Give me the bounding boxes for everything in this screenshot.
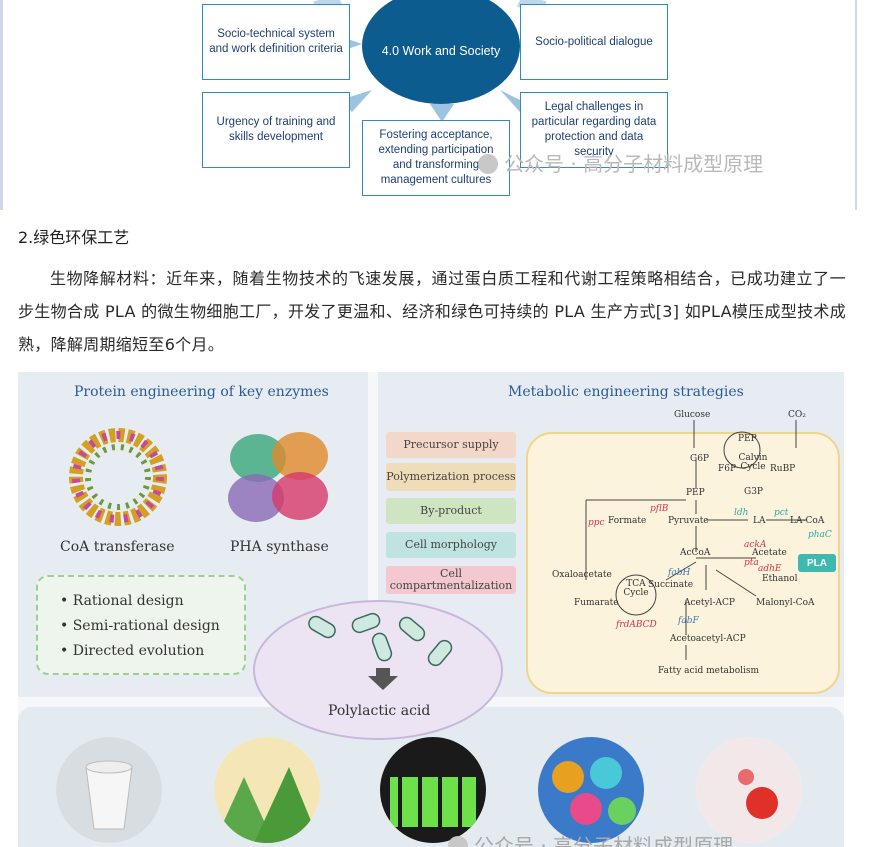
design-item: • Directed evolution (60, 643, 205, 659)
la-label: LA (753, 516, 766, 526)
polylactic-acid-label: Polylactic acid (328, 703, 431, 719)
strategy-polymerization: Polymerization process (386, 463, 516, 491)
co2-label: CO₂ (788, 410, 806, 420)
watermark-top: 公众号 · 高分子材料成型原理 (478, 148, 763, 177)
watermark-text: 公众号 · 高分子材料成型原理 (474, 834, 734, 847)
fumarate-label: Fumarate (574, 598, 619, 608)
oxaloacetate-label: Oxaloacetate (552, 570, 612, 580)
pathway-arrows (585, 420, 806, 660)
gene-fabF: fabF (678, 616, 699, 626)
pha-synthase-label: PHA synthase (230, 539, 329, 555)
body-paragraph: 生物降解材料：近年来，随着生物技术的飞速发展，通过蛋白质工程和代谢工程策略相结合… (18, 269, 846, 354)
coa-transferase-label: CoA transferase (60, 539, 175, 555)
fostering-box: Fostering acceptance, extending particip… (362, 120, 510, 196)
succinate-label: Succinate (648, 580, 694, 590)
acetyl-acp-label: Acetyl-ACP (684, 598, 735, 608)
right-panel-title: Metabolic engineering strategies (508, 384, 744, 400)
pha-synthase-structure-icon (228, 432, 328, 522)
left-panel-title: Protein engineering of key enzymes (74, 384, 329, 400)
malonyl-coa-label: Malonyl-CoA (756, 598, 815, 608)
design-item: • Rational design (60, 593, 184, 609)
gene-adhE: adhE (758, 564, 782, 574)
glucose-label: Glucose (674, 410, 711, 420)
pla-medical-icon (696, 737, 802, 843)
gene-ackA: ackA (744, 540, 767, 550)
design-item: • Semi-rational design (60, 618, 220, 634)
page-left-border (0, 0, 3, 210)
urgency-training-box: Urgency of training and skills developme… (202, 92, 350, 168)
strategy-compartmentalization: Cell compartmentalization (386, 566, 516, 594)
pla-3d-print-icon (380, 737, 486, 843)
tca-cycle-label: TCA Cycle (623, 579, 649, 598)
gene-pflB: pflB (650, 504, 669, 514)
gene-ldh: ldh (734, 508, 749, 518)
ethanol-label: Ethanol (762, 574, 798, 584)
coa-transferase-structure-icon (69, 428, 167, 526)
calvin-cycle-label: Calvin Cycle (738, 453, 768, 472)
metabolic-pathway-cell (526, 432, 840, 694)
pla-cup-icon (56, 737, 162, 843)
page-right-border (855, 0, 857, 210)
f6p-label: F6P (718, 464, 737, 474)
watermark-bottom: 公众号 · 高分子材料成型原理 (448, 830, 733, 847)
socio-technical-box: Socio-technical system and work definiti… (202, 4, 350, 80)
work-society-diagram: 4.0 Work and Society Socio-technical sys… (0, 0, 869, 200)
gene-frdABCD: frdABCD (616, 620, 657, 630)
pep-top-label: PEP (738, 434, 757, 444)
wechat-icon (478, 154, 498, 174)
gene-pct: pct (774, 508, 789, 518)
pyruvate-label: Pyruvate (668, 516, 709, 526)
accoa-label: AcCoA (680, 548, 711, 558)
strategy-by-product: By-product (386, 498, 516, 524)
acetate-label: Acetate (752, 548, 787, 558)
wechat-icon (448, 836, 468, 847)
g3p-label: G3P (744, 487, 763, 497)
strategy-cell-morphology: Cell morphology (386, 532, 516, 558)
strategy-precursor-supply: Precursor supply (386, 432, 516, 458)
legal-challenges-box: Legal challenges in particular regarding… (520, 92, 668, 168)
gene-pta: pta (744, 558, 759, 568)
pla-fiber-spools-icon (538, 737, 644, 843)
pla-badge: PLA (798, 554, 836, 572)
pla-figure: Protein engineering of key enzymes Metab… (18, 372, 844, 847)
fatty-acid-label: Fatty acid metabolism (658, 666, 760, 676)
rubp-label: RuBP (770, 464, 796, 474)
g6p-label: G6P (690, 454, 709, 464)
pla-packaging-icon (214, 737, 320, 843)
la-coa-label: LA-CoA (790, 516, 825, 526)
formate-label: Formate (608, 516, 647, 526)
bacteria-cells-icon (308, 612, 453, 690)
acetoacetyl-acp-label: Acetoacetyl-ACP (670, 634, 746, 644)
gene-phaC: phaC (808, 530, 832, 540)
watermark-text: 公众号 · 高分子材料成型原理 (504, 152, 764, 176)
socio-political-box: Socio-political dialogue (520, 4, 668, 80)
design-methods-box: • Rational design • Semi-rational design… (36, 575, 246, 675)
gene-ppc: ppc (588, 518, 605, 528)
section-title: 2.绿色环保工艺 (18, 228, 130, 247)
pep-label: PEP (686, 488, 705, 498)
gene-fabH: fabH (668, 568, 691, 578)
center-ellipse: 4.0 Work and Society (362, 0, 520, 104)
